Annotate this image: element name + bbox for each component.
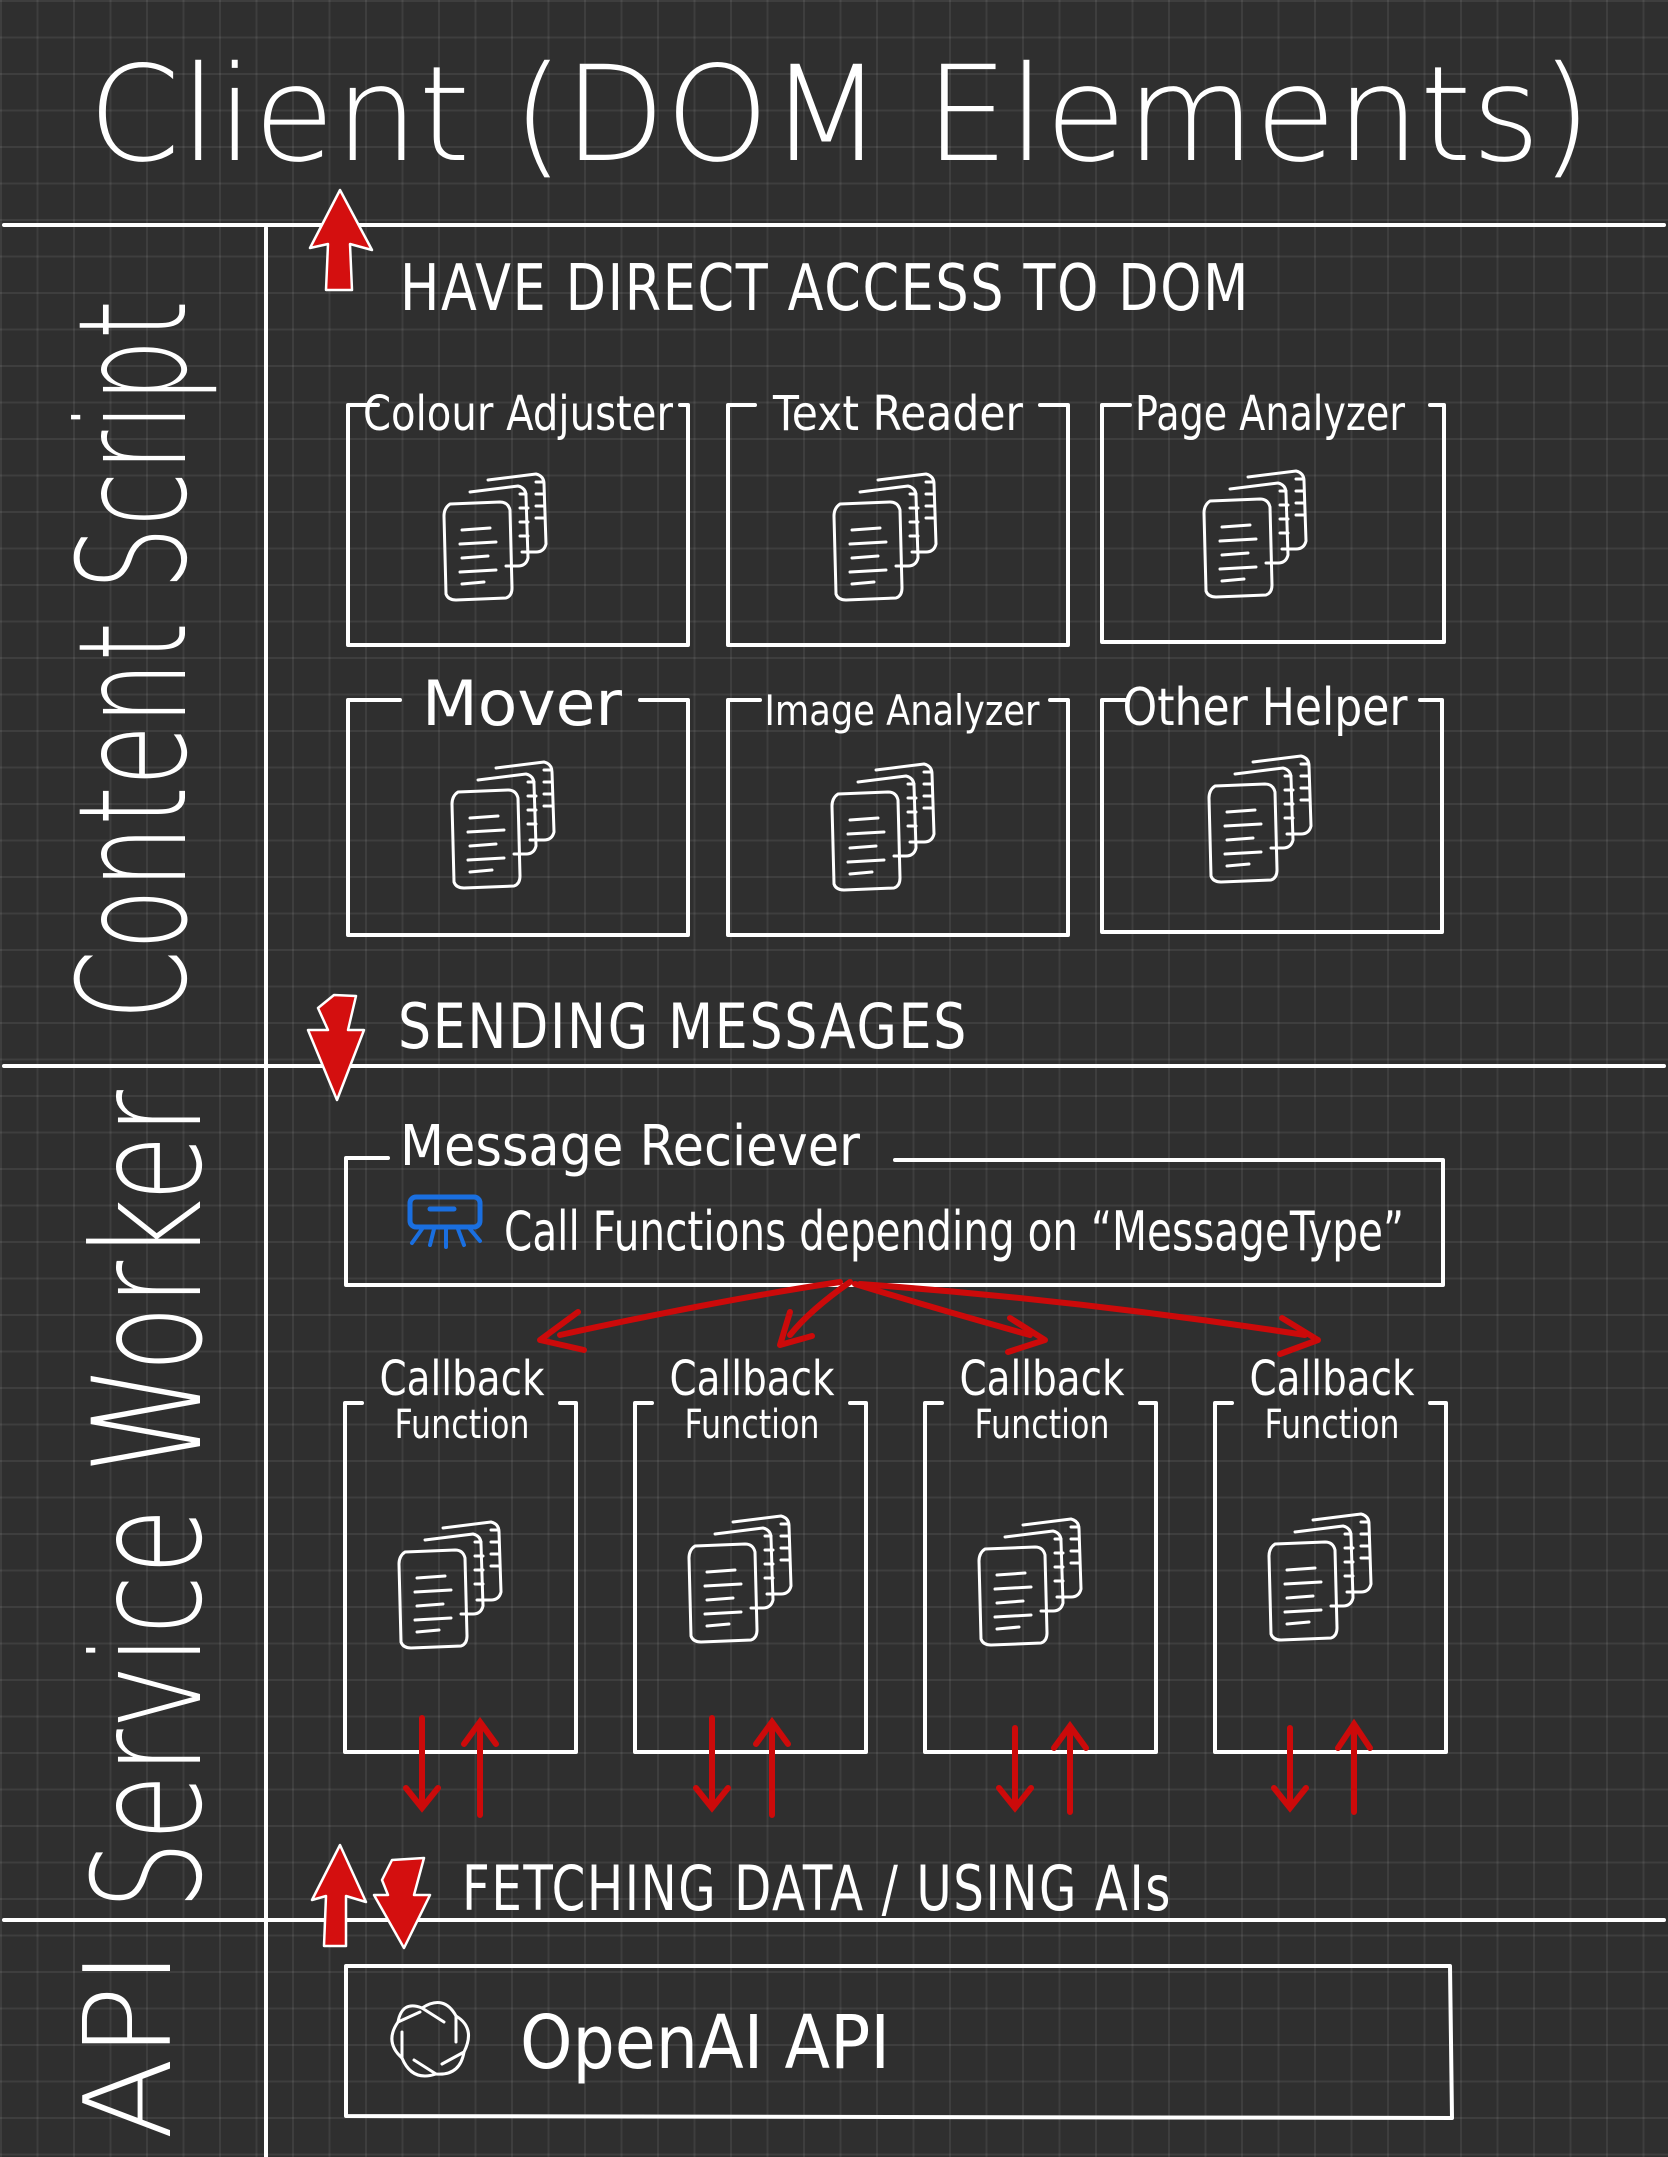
document-stack-icon <box>1267 1512 1373 1642</box>
lane-label-api: API <box>60 1950 199 2140</box>
content-module-image-analyzer: Image Analyzer <box>726 686 1070 937</box>
arrow-up-to-client-icon <box>308 188 374 292</box>
callback-label-line2: Function <box>975 1402 1110 1448</box>
callback-label-line1: Callback <box>960 1351 1125 1407</box>
callback-label-line2: Function <box>395 1402 530 1448</box>
callback-label-line2: Function <box>685 1402 820 1448</box>
content-module-label: Colour Adjuster <box>363 386 673 442</box>
content-module-label: Page Analyzer <box>1135 386 1405 442</box>
callback-label-line1: Callback <box>380 1351 545 1407</box>
content-module-other-helper: Other Helper <box>1100 678 1444 934</box>
openai-api-box: OpenAI API <box>344 1964 1454 2120</box>
callback-function-4: Callback Function <box>1213 1351 1448 1815</box>
openai-logo-icon <box>390 2001 470 2078</box>
lane-label-content-script: Content Script <box>47 300 221 1020</box>
annotation-dom-access: HAVE DIRECT ACCESS TO DOM <box>400 252 1250 326</box>
dispatch-arrows <box>537 1279 1321 1357</box>
diagram-title: Client (DOM Elements) <box>88 38 1592 192</box>
document-stack-icon <box>977 1517 1083 1647</box>
document-stack-icon <box>1207 754 1313 884</box>
callback-label-line1: Callback <box>670 1351 835 1407</box>
message-receiver: Message Reciever Call Functions dependin… <box>344 1114 1445 1287</box>
callback-label-line1: Callback <box>1250 1351 1415 1407</box>
content-module-label: Image Analyzer <box>765 686 1041 735</box>
document-stack-icon <box>830 762 936 892</box>
document-stack-icon <box>442 472 548 602</box>
callback-function-1: Callback Function <box>343 1351 578 1818</box>
callback-label-line2: Function <box>1265 1402 1400 1448</box>
document-stack-icon <box>450 760 556 890</box>
callback-function-2: Callback Function <box>633 1351 868 1818</box>
document-stack-icon <box>397 1520 503 1650</box>
router-icon <box>407 1194 483 1249</box>
message-receiver-description: Call Functions depending on “MessageType… <box>504 1200 1404 1263</box>
arrow-up-fetch-icon <box>310 1843 368 1948</box>
document-stack-icon <box>1202 469 1308 599</box>
annotation-fetching: FETCHING DATA / USING AIs <box>462 1852 1172 1925</box>
content-module-colour-adjuster: Colour Adjuster <box>346 386 690 647</box>
lane-label-service-worker: Service Worker <box>62 1090 236 1910</box>
arrow-down-sending-icon <box>306 993 366 1102</box>
callback-function-3: Callback Function <box>923 1351 1158 1815</box>
annotation-sending-messages: SENDING MESSAGES <box>398 990 968 1063</box>
openai-api-label: OpenAI API <box>520 2000 890 2086</box>
document-stack-icon <box>687 1514 793 1644</box>
content-module-mover: Mover <box>346 667 690 937</box>
message-receiver-label: Message Reciever <box>400 1114 861 1179</box>
content-module-label: Other Helper <box>1123 678 1409 738</box>
document-stack-icon <box>832 472 938 602</box>
content-module-text-reader: Text Reader <box>726 386 1070 647</box>
content-module-label: Mover <box>422 667 623 740</box>
arrow-down-fetch-icon <box>372 1856 432 1950</box>
content-module-page-analyzer: Page Analyzer <box>1100 386 1446 644</box>
content-module-label: Text Reader <box>772 386 1023 442</box>
